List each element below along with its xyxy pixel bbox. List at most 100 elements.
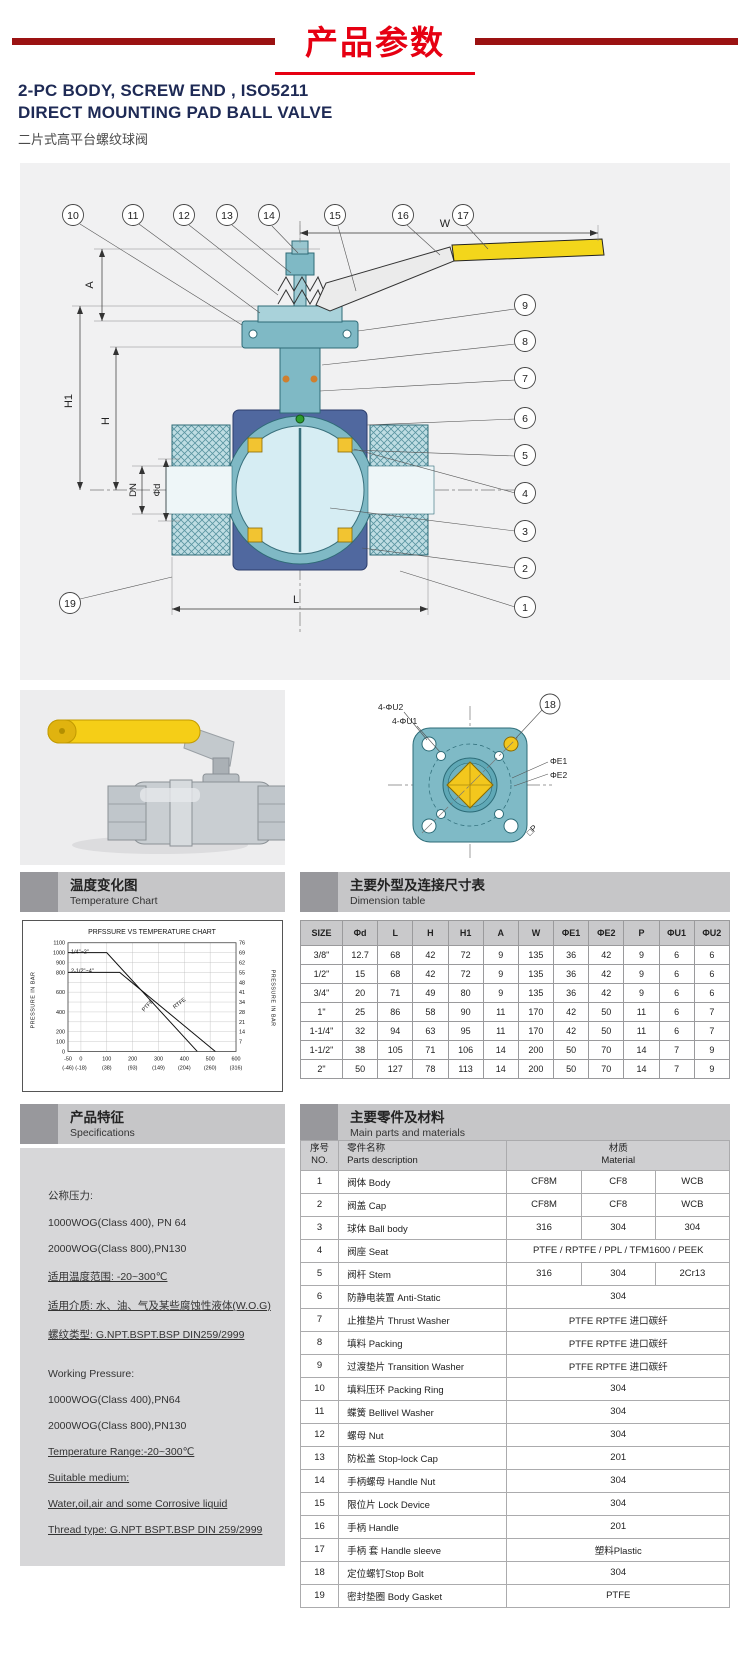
callout-15: 15 (329, 210, 341, 222)
dimension-cell: 11 (482, 1002, 519, 1022)
dimension-cell: 36 (553, 964, 590, 984)
dimension-cell: 9 (623, 983, 660, 1003)
svg-text:600: 600 (231, 1056, 240, 1062)
svg-text:1000: 1000 (53, 951, 65, 957)
pad-label-u1: 4-ΦU1 (392, 716, 417, 726)
dim-label-w: W (440, 218, 451, 230)
dimension-col-header: P (623, 920, 660, 946)
section-title-zh: 主要零件及材料 (350, 1110, 445, 1125)
parts-no-cell: 6 (299, 1284, 340, 1309)
parts-no-cell: 11 (299, 1399, 340, 1424)
product-title-block: 2-PC BODY, SCREW END , ISO5211 DIRECT MO… (18, 80, 333, 148)
callout-5: 5 (522, 450, 528, 462)
svg-text:-50: -50 (64, 1056, 72, 1062)
parts-col-no: 序号 NO. (299, 1140, 340, 1171)
svg-text:(38): (38) (102, 1065, 112, 1071)
parts-no-cell: 13 (299, 1445, 340, 1470)
parts-name-cell: 手柄螺母 Handle Nut (338, 1468, 508, 1493)
parts-material-cell: 304 (506, 1491, 730, 1516)
dimension-cell: 32 (341, 1021, 379, 1041)
svg-text:41: 41 (239, 990, 245, 996)
spec-line: 适用温度范围: -20~300℃ (48, 1271, 168, 1283)
dim-label-dn: DN (128, 483, 139, 497)
dimension-cell: 7 (693, 1002, 731, 1022)
valve-body-drawing (165, 238, 605, 571)
parts-no-cell: 1 (299, 1169, 340, 1194)
section-title-en: Temperature Chart (70, 894, 158, 907)
parts-material-cell: 304 (506, 1376, 730, 1401)
dimension-cell: 20 (341, 983, 379, 1003)
parts-material-cell: PTFE RPTFE 进口碳纤 (506, 1307, 730, 1332)
valve-cross-section-diagram: W A H1 H DN Φd L (59, 204, 605, 635)
dimension-cell: 50 (553, 1040, 590, 1060)
parts-no-cell: 8 (299, 1330, 340, 1355)
dimension-col-header: A (482, 920, 519, 946)
callout-14: 14 (263, 210, 275, 222)
callout-balloons: 10 11 12 13 14 15 16 17 9 8 7 6 5 4 3 2 … (59, 204, 536, 618)
anti-static-device (295, 414, 305, 424)
chart-ylabel-right: PRESSURE IN BAR (270, 970, 276, 1027)
svg-text:(93): (93) (128, 1065, 138, 1071)
dimension-cell: 135 (517, 945, 555, 965)
parts-material-cell: 304 (654, 1215, 731, 1240)
dimension-cell: 42 (588, 964, 625, 984)
pad-label-u2: 4-ΦU2 (378, 702, 403, 712)
svg-text:62: 62 (239, 960, 245, 966)
parts-name-cell: 填料压环 Packing Ring (338, 1376, 508, 1401)
section-header-specifications: 产品特征 Specifications (20, 1104, 285, 1144)
parts-material-cell: PTFE RPTFE 进口碳纤 (506, 1353, 730, 1378)
dimension-cell: 6 (658, 1002, 695, 1022)
parts-material-cell: WCB (654, 1192, 731, 1217)
temperature-chart: PRFSSURE VS TEMPERATURE CHART 7669625548… (30, 929, 276, 1072)
svg-text:600: 600 (56, 990, 65, 996)
dimension-cell: 200 (517, 1059, 555, 1079)
parts-material-cell: 201 (506, 1445, 730, 1470)
chart-ticks: 7669625548413428211471100100090080060040… (53, 941, 245, 1072)
dimension-cell: 6 (693, 945, 731, 965)
callout-10: 10 (67, 210, 79, 222)
iso5211-mounting-pad (241, 320, 359, 349)
svg-text:200: 200 (128, 1056, 137, 1062)
handle-lever (315, 246, 455, 312)
spec-line: 适用介质: 水、油、气及某些腐蚀性液体(W.O.G) (48, 1300, 271, 1312)
valve-diagram-panel: W A H1 H DN Φd L (20, 163, 730, 680)
chart-curve-label-rtfe: RTFE (172, 997, 187, 1011)
chart-series (67, 952, 216, 1052)
dimension-cell: 6 (693, 964, 731, 984)
chart-grid (67, 942, 237, 1052)
banner-left-bar (12, 38, 275, 45)
dimension-cell: 38 (341, 1040, 379, 1060)
parts-name-cell: 限位片 Lock Device (338, 1491, 508, 1516)
spec-line: 公称压力: (48, 1190, 93, 1202)
parts-name-cell: 蝶簧 Bellivel Washer (338, 1399, 508, 1424)
dimension-cell: 2" (300, 1059, 343, 1079)
parts-table-head-row: 序号 NO. 零件名称 Parts description 材质 Materia… (299, 1140, 730, 1171)
parts-name-cell: 手柄 套 Handle sleeve (338, 1537, 508, 1562)
dimension-cell: 12.7 (341, 945, 379, 965)
svg-text:100: 100 (56, 1040, 65, 1046)
parts-material-cell: 304 (580, 1261, 656, 1286)
dimension-cell: 11 (623, 1002, 660, 1022)
svg-text:(260): (260) (204, 1065, 217, 1071)
mounting-pad-top-view: 4-ΦU2 4-ΦU1 ΦE1 ΦE2 □P 18 (378, 693, 567, 860)
dimension-cell: 42 (553, 1002, 590, 1022)
dimension-col-header: ΦE2 (588, 920, 625, 946)
parts-material-cell: 201 (506, 1514, 730, 1539)
dimension-cell: 6 (693, 983, 731, 1003)
chart-title: PRFSSURE VS TEMPERATURE CHART (88, 929, 217, 936)
dimension-cell: 14 (623, 1040, 660, 1060)
dimension-cell: 72 (447, 945, 484, 965)
dimension-cell: 1-1/2" (300, 1040, 343, 1060)
svg-text:400: 400 (56, 1010, 65, 1016)
